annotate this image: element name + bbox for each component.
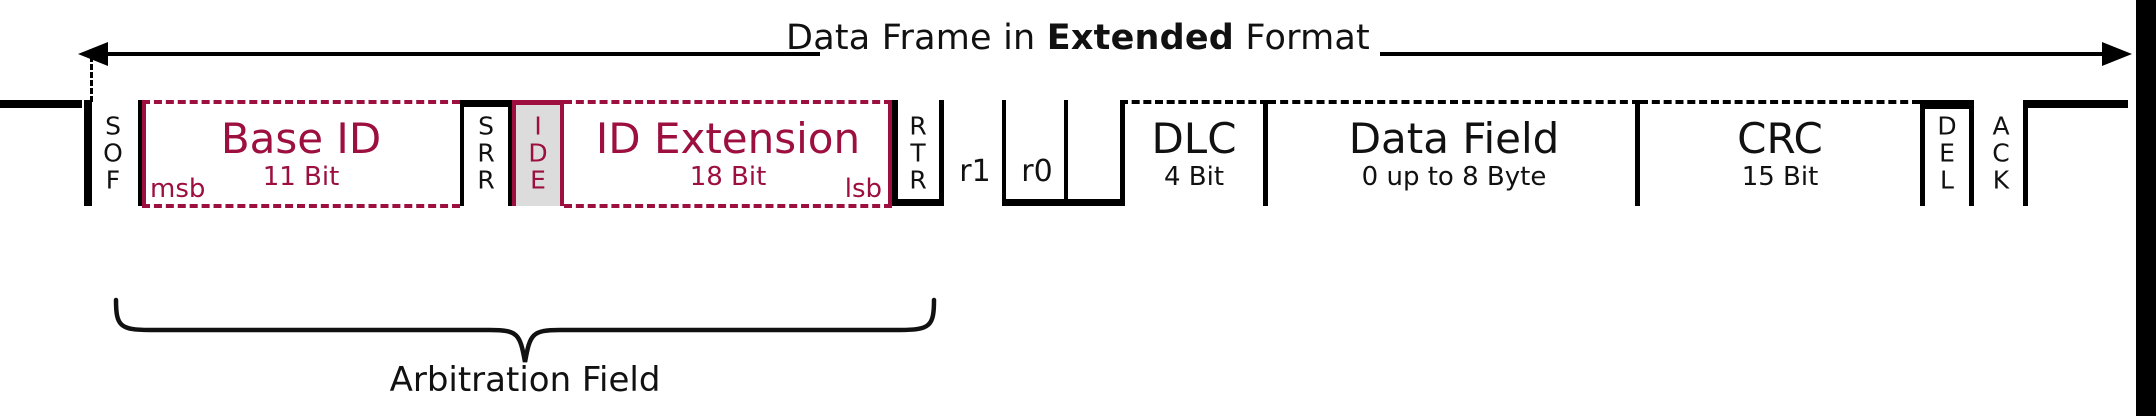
base-id-name: Base ID [220, 114, 382, 163]
sof-left-border [84, 100, 92, 206]
field-id-extension: ID Extension 18 Bit lsb [564, 100, 892, 208]
ack-letter-3: K [1992, 165, 2010, 195]
r0-right-border [1064, 100, 1068, 206]
bus-stub-right [2028, 100, 2128, 108]
sof-letter-3: F [105, 165, 121, 195]
field-del: D E L [1920, 100, 1974, 206]
field-ack: A C K [1974, 100, 2028, 206]
base-id-bottom-dash [142, 204, 460, 208]
dlc-name: DLC [1151, 114, 1237, 163]
field-crc: CRC 15 Bit [1640, 100, 1920, 206]
dlc-left-border [1120, 100, 1125, 206]
del-label: D E L [1920, 113, 1974, 194]
ide-left-border [512, 100, 516, 206]
rtr-bottom-border [892, 199, 944, 206]
dlc-right-border [1263, 100, 1268, 206]
r1-right-border [1002, 100, 1006, 206]
del-left-border [1920, 100, 1925, 206]
srr-letter-2: R [477, 138, 495, 168]
base-id-msb-label: msb [150, 174, 206, 204]
field-r1: r1 [944, 100, 1006, 206]
data-field-right-border [1635, 100, 1640, 206]
ide-letter-2: D [528, 138, 548, 168]
id-extension-name: ID Extension [595, 114, 861, 163]
crc-bits: 15 Bit [1741, 162, 1819, 192]
ack-letter-1: A [1992, 111, 2010, 141]
base-id-left-border [142, 100, 146, 206]
ide-label: I D E [512, 113, 564, 194]
field-sof: S O F [84, 100, 142, 206]
arbitration-brace [110, 297, 940, 368]
ide-top-border [512, 100, 564, 105]
dlc-top-dash [1120, 100, 1268, 104]
rtr-letter-2: T [910, 138, 926, 168]
r0-label: r0 [1021, 154, 1053, 189]
ack-label: A C K [1974, 113, 2028, 194]
title-emphasis: Extended [1046, 18, 1235, 58]
del-letter-2: E [1939, 138, 1955, 168]
crc-top-dash [1640, 100, 1920, 104]
field-r0: r0 [1006, 100, 1068, 206]
del-letter-1: D [1937, 111, 1957, 141]
rtr-letter-3: R [909, 165, 927, 195]
ide-right-border [560, 100, 564, 206]
srr-letter-3: R [477, 165, 495, 195]
dlc-bits: 4 Bit [1163, 162, 1225, 192]
base-id-bits: 11 Bit [262, 162, 340, 192]
right-edge-bar [2136, 0, 2156, 416]
srr-letter-1: S [478, 111, 494, 141]
r0-bottom-border [1006, 199, 1068, 206]
ide-letter-1: I [534, 111, 542, 141]
id-extension-bits: 18 Bit [689, 162, 767, 192]
srr-left-border [460, 100, 464, 206]
field-ide: I D E [512, 100, 564, 206]
id-extension-top-dash [564, 100, 892, 104]
title-suffix: Format [1234, 18, 1370, 58]
id-extension-lsb-label: lsb [844, 174, 882, 204]
field-dlc: DLC 4 Bit [1068, 100, 1268, 206]
leader-line-left [90, 56, 93, 102]
srr-label: S R R [460, 113, 512, 194]
id-extension-right-border [888, 100, 892, 206]
crc-name: CRC [1737, 114, 1823, 163]
del-letter-3: L [1940, 165, 1954, 195]
sof-letter-1: S [105, 111, 121, 141]
title-backdrop [820, 18, 1380, 66]
sof-letter-2: O [103, 138, 123, 168]
ack-right-border [2023, 100, 2028, 206]
rtr-left-border [892, 100, 898, 206]
sof-right-border [138, 100, 142, 206]
id-extension-bottom-dash [564, 204, 892, 208]
rtr-label: R T R [892, 113, 944, 194]
field-rtr: R T R [892, 100, 944, 206]
frame-field-row: S O F Base ID 11 Bit msb S R R [0, 100, 2156, 208]
field-srr: S R R [460, 100, 512, 206]
arbitration-field-label: Arbitration Field [389, 360, 661, 400]
sof-label: S O F [84, 113, 142, 194]
rtr-right-border [939, 100, 944, 206]
data-field-name: Data Field [1348, 114, 1560, 163]
field-data: Data Field 0 up to 8 Byte [1268, 100, 1640, 206]
ide-highlight-fill [512, 100, 564, 206]
del-right-border [1969, 100, 1974, 206]
del-top-border [1920, 100, 1974, 109]
rtr-letter-1: R [909, 111, 927, 141]
ack-letter-2: C [1992, 138, 2010, 168]
base-id-top-dash [142, 100, 460, 104]
data-field-top-dash [1268, 100, 1640, 104]
r1-label: r1 [959, 154, 991, 189]
data-field-size: 0 up to 8 Byte [1361, 162, 1547, 192]
srr-right-border [508, 100, 512, 206]
bus-stub-mid [1068, 199, 1120, 206]
srr-top-border [460, 100, 512, 107]
ide-letter-3: E [530, 165, 546, 195]
bus-stub-left [0, 100, 82, 108]
page-title: Data Frame in Extended Format [0, 18, 2156, 58]
field-base-id: Base ID 11 Bit msb [142, 100, 460, 208]
title-prefix: Data Frame in [786, 18, 1047, 58]
